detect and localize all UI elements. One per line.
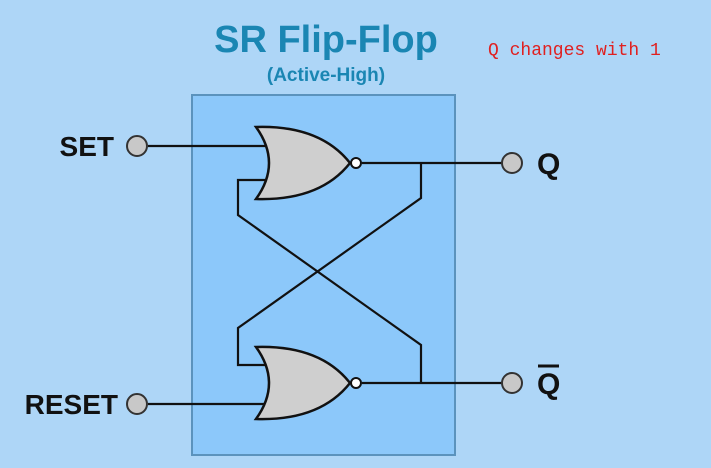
q-terminal-icon[interactable] xyxy=(501,152,523,174)
reset-terminal-icon[interactable] xyxy=(126,393,148,415)
qbar-terminal-icon[interactable] xyxy=(501,372,523,394)
feedback-wire-q-to-lower xyxy=(236,163,423,367)
nor-gate-icon xyxy=(253,125,362,201)
set-label: SET xyxy=(60,131,114,162)
qbar-label: Q xyxy=(537,368,560,401)
annotation-text: Q changes with 1 xyxy=(488,41,661,61)
page-subtitle: (Active-High) xyxy=(267,65,385,86)
q-label: Q xyxy=(537,148,560,181)
feedback-wire-qbar-to-upper xyxy=(236,178,423,383)
page-title: SR Flip-Flop xyxy=(214,19,438,61)
nor-gate-icon xyxy=(253,345,362,421)
reset-label: RESET xyxy=(25,389,118,420)
set-terminal-icon[interactable] xyxy=(126,135,148,157)
